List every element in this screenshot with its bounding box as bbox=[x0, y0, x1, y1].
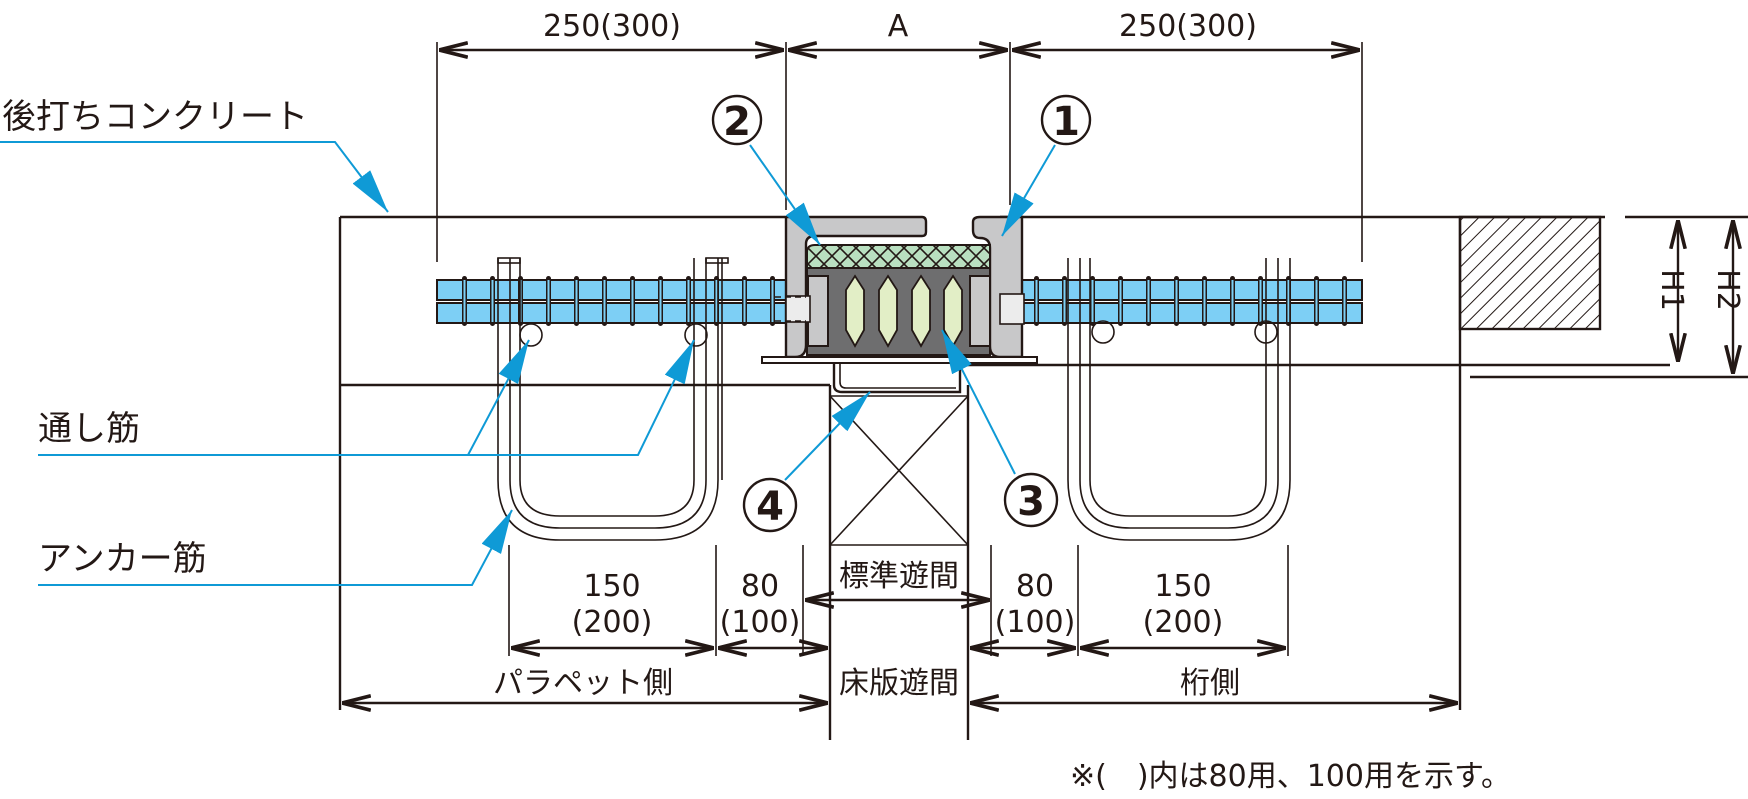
label-parapet-side: パラペット側 bbox=[493, 666, 673, 701]
svg-text:2: 2 bbox=[723, 99, 751, 145]
leader-post-concrete bbox=[0, 141, 389, 213]
dim-right-offset-alt: (100) bbox=[995, 605, 1076, 640]
leader-through-bar-2 bbox=[468, 339, 695, 456]
svg-text:1: 1 bbox=[1052, 99, 1080, 145]
through-bar-section bbox=[519, 323, 543, 347]
label-slab-gap: 床版遊間 bbox=[839, 666, 959, 701]
rubber-cell bbox=[911, 274, 931, 348]
dim-right-anchor: 150 bbox=[1154, 569, 1211, 604]
anchor-bar-left bbox=[497, 257, 729, 541]
top-dimensions bbox=[436, 42, 1363, 262]
callout-1: 1 bbox=[1001, 94, 1092, 237]
dim-h1: H1 bbox=[1654, 269, 1689, 311]
rebar-right bbox=[1009, 276, 1363, 326]
svg-text:3: 3 bbox=[1017, 479, 1045, 525]
label-girder-side: 桁側 bbox=[1180, 666, 1240, 701]
dim-top-left: 250(300) bbox=[543, 9, 681, 44]
dim-left-offset: 80 bbox=[741, 569, 779, 604]
through-bar-section bbox=[684, 323, 708, 347]
dim-left-anchor-alt: (200) bbox=[572, 605, 653, 640]
label-anchor-bar: アンカー筋 bbox=[38, 539, 207, 579]
callout-3: 3 bbox=[941, 329, 1059, 528]
joint-body bbox=[761, 215, 1038, 394]
label-through-bar: 通し筋 bbox=[38, 409, 140, 449]
dim-h2: H2 bbox=[1710, 269, 1745, 311]
svg-text:4: 4 bbox=[756, 484, 784, 530]
callout-2: 2 bbox=[711, 94, 821, 246]
label-post-concrete: 後打ちコンクリート bbox=[2, 97, 308, 137]
existing-structure-hatch bbox=[1458, 215, 1602, 331]
bottom-dimensions bbox=[342, 545, 1458, 703]
anchor-bar-right bbox=[1067, 258, 1291, 541]
label-standard-gap: 標準遊間 bbox=[839, 559, 959, 594]
height-dimensions bbox=[1678, 220, 1733, 374]
rubber-cell bbox=[845, 274, 865, 348]
leader-anchor-bar bbox=[38, 509, 513, 586]
dim-top-center: A bbox=[888, 9, 909, 44]
through-bar-section bbox=[1091, 320, 1115, 344]
dim-left-anchor: 150 bbox=[583, 569, 640, 604]
rubber-cell bbox=[878, 274, 898, 348]
dim-right-anchor-alt: (200) bbox=[1143, 605, 1224, 640]
rubber-cell bbox=[943, 274, 963, 348]
through-bar-section bbox=[1254, 320, 1278, 344]
dim-right-offset: 80 bbox=[1016, 569, 1054, 604]
dim-top-right: 250(300) bbox=[1119, 9, 1257, 44]
dim-left-offset-alt: (100) bbox=[720, 605, 801, 640]
callout-4: 4 bbox=[742, 391, 871, 533]
rebar-left bbox=[436, 276, 788, 326]
footnote: ※( )内は80用、100用を示す。 bbox=[1070, 759, 1511, 794]
